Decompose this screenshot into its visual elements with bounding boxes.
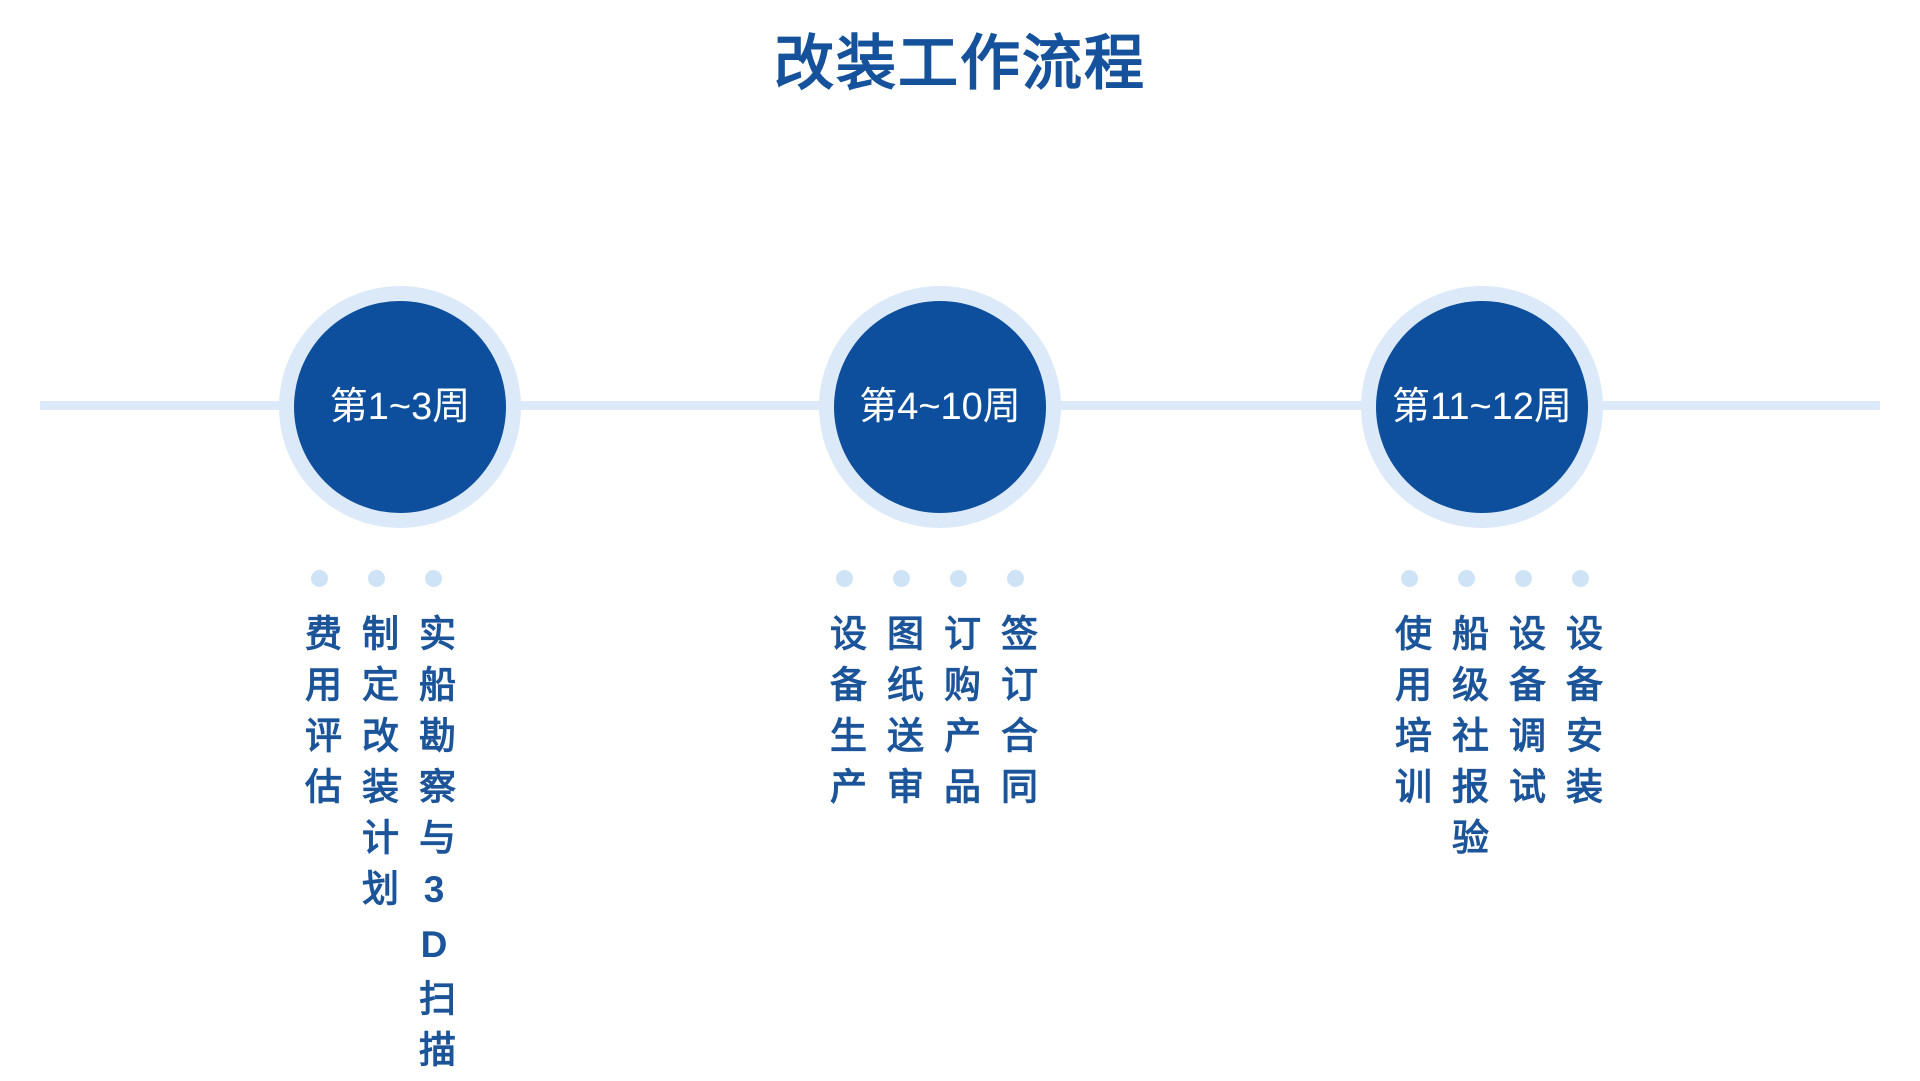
task-dot-icon	[893, 570, 910, 587]
task-dot-icon	[311, 570, 328, 587]
task-label: 费用评估	[299, 614, 341, 818]
task-group-1: 实船勘察与3D扫描 制定改装计划 费用评估	[291, 570, 462, 1081]
task-dot-icon	[1007, 570, 1024, 587]
task-item[interactable]: 图纸送审	[873, 570, 930, 818]
milestone-label-3: 第11~12周	[1392, 386, 1572, 428]
task-label: 图纸送审	[881, 614, 923, 818]
task-item[interactable]: 实船勘察与3D扫描	[405, 570, 462, 1081]
task-label: 设备生产	[824, 614, 866, 818]
milestone-label-2: 第4~10周	[859, 386, 1021, 428]
task-item[interactable]: 设备调试	[1495, 570, 1552, 818]
task-dot-icon	[1401, 570, 1418, 587]
diagram-canvas: 改装工作流程 第1~3周 第4~10周 第11~12周 实船勘察与3D扫描 制定…	[40, 30, 1880, 1081]
task-item[interactable]: 制定改装计划	[348, 570, 405, 920]
task-dot-icon	[1515, 570, 1532, 587]
task-item[interactable]: 签订合同	[987, 570, 1044, 818]
milestone-circle-3: 第11~12周	[1376, 301, 1588, 513]
task-dot-icon	[836, 570, 853, 587]
page-title: 改装工作流程	[774, 30, 1146, 97]
task-item[interactable]: 船级社报验	[1438, 570, 1495, 869]
task-label: 实船勘察与3D扫描	[413, 614, 455, 1081]
task-label: 制定改装计划	[356, 614, 398, 920]
task-dot-icon	[368, 570, 385, 587]
task-label: 设备调试	[1503, 614, 1545, 818]
task-label: 订购产品	[938, 614, 980, 818]
milestone-label-1: 第1~3周	[329, 386, 471, 428]
task-label: 设备安装	[1560, 614, 1602, 818]
task-item[interactable]: 设备安装	[1552, 570, 1609, 818]
task-item[interactable]: 设备生产	[816, 570, 873, 818]
task-label: 船级社报验	[1446, 614, 1488, 869]
task-label: 签订合同	[995, 614, 1037, 818]
milestone-circle-1: 第1~3周	[294, 301, 506, 513]
milestone-node-2[interactable]: 第4~10周	[819, 286, 1061, 528]
task-item[interactable]: 使用培训	[1381, 570, 1438, 818]
milestone-node-3[interactable]: 第11~12周	[1361, 286, 1603, 528]
task-item[interactable]: 费用评估	[291, 570, 348, 818]
task-item[interactable]: 订购产品	[930, 570, 987, 818]
task-label: 使用培训	[1389, 614, 1431, 818]
milestone-node-1[interactable]: 第1~3周	[279, 286, 521, 528]
task-dot-icon	[950, 570, 967, 587]
milestone-circle-2: 第4~10周	[834, 301, 1046, 513]
task-group-2: 签订合同 订购产品 图纸送审 设备生产	[816, 570, 1044, 818]
task-dot-icon	[1572, 570, 1589, 587]
task-dot-icon	[425, 570, 442, 587]
task-dot-icon	[1458, 570, 1475, 587]
task-group-3: 设备安装 设备调试 船级社报验 使用培训	[1381, 570, 1609, 869]
